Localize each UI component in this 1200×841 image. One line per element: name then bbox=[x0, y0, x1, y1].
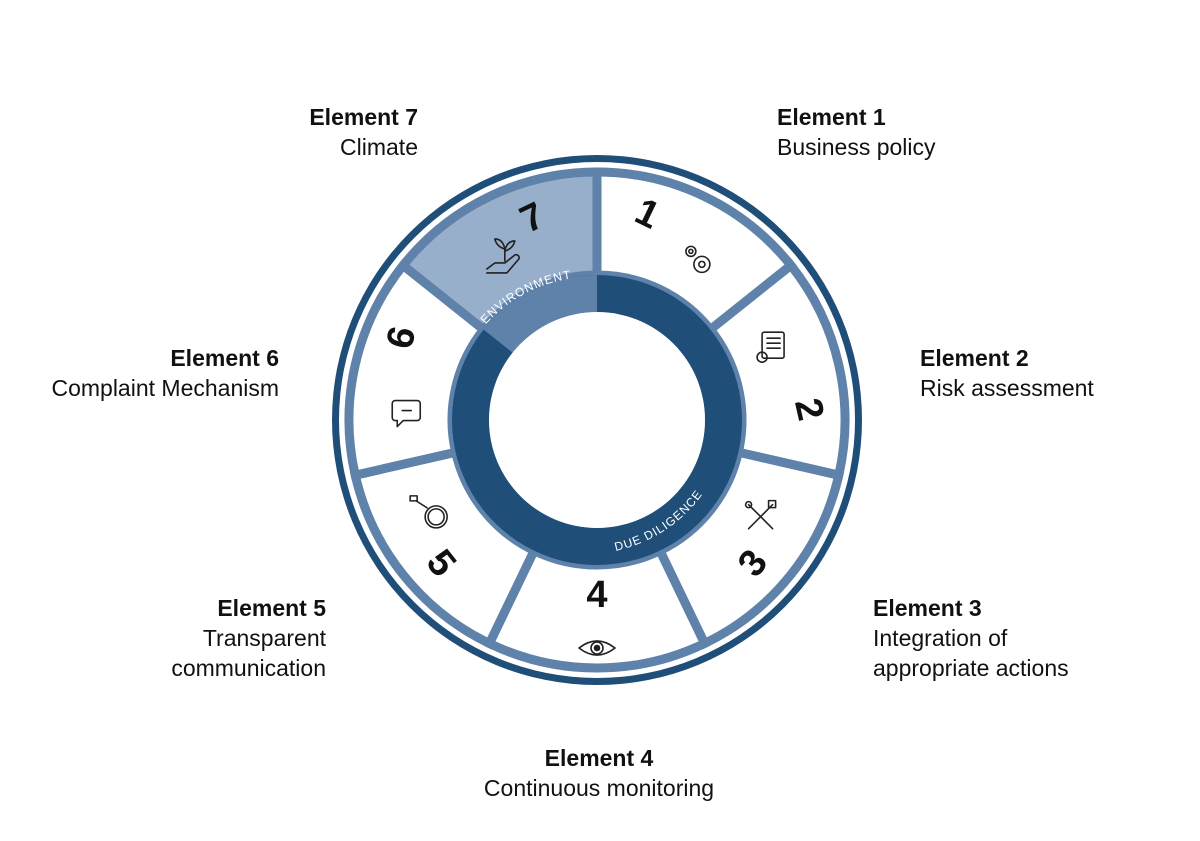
element-3-subtitle-line2: appropriate actions bbox=[873, 655, 1069, 681]
element-3-label: Element 3 Integration of appropriate act… bbox=[873, 593, 1069, 683]
plant-hand-icon bbox=[486, 238, 520, 274]
element-2-subtitle: Risk assessment bbox=[920, 375, 1094, 401]
eye-icon bbox=[578, 640, 616, 656]
element-5-title: Element 5 bbox=[217, 595, 326, 621]
segment-number-4: 4 bbox=[586, 574, 607, 616]
element-7-label: Element 7 Climate bbox=[100, 102, 418, 162]
element-4-title: Element 4 bbox=[544, 745, 654, 771]
element-6-subtitle: Complaint Mechanism bbox=[51, 375, 279, 401]
element-4-label: Element 4 Continuous monitoring bbox=[449, 743, 749, 803]
checklist-icon bbox=[756, 331, 785, 363]
element-5-subtitle-line2: communication bbox=[171, 655, 326, 681]
speech-bubble-icon bbox=[391, 399, 422, 428]
element-1-label: Element 1 Business policy bbox=[777, 102, 936, 162]
element-1-subtitle: Business policy bbox=[777, 134, 936, 160]
magnifier-icon bbox=[409, 495, 448, 529]
element-6-title: Element 6 bbox=[170, 345, 279, 371]
element-1-title: Element 1 bbox=[777, 104, 886, 130]
element-5-label: Element 5 Transparent communication bbox=[26, 593, 326, 683]
gears-icon bbox=[685, 245, 711, 274]
element-5-subtitle: Transparent bbox=[202, 625, 326, 651]
element-2-label: Element 2 Risk assessment bbox=[920, 343, 1094, 403]
element-2-title: Element 2 bbox=[920, 345, 1029, 371]
element-6-label: Element 6 Complaint Mechanism bbox=[0, 343, 279, 403]
segment-7 bbox=[396, 167, 602, 336]
element-3-subtitle: Integration of bbox=[873, 625, 1008, 651]
element-7-subtitle: Climate bbox=[340, 134, 418, 160]
center-circle bbox=[489, 312, 705, 528]
element-7-title: Element 7 bbox=[309, 104, 418, 130]
element-3-title: Element 3 bbox=[873, 595, 982, 621]
element-4-subtitle: Continuous monitoring bbox=[483, 775, 715, 801]
environment-ring bbox=[483, 275, 597, 353]
tools-icon bbox=[744, 499, 777, 530]
